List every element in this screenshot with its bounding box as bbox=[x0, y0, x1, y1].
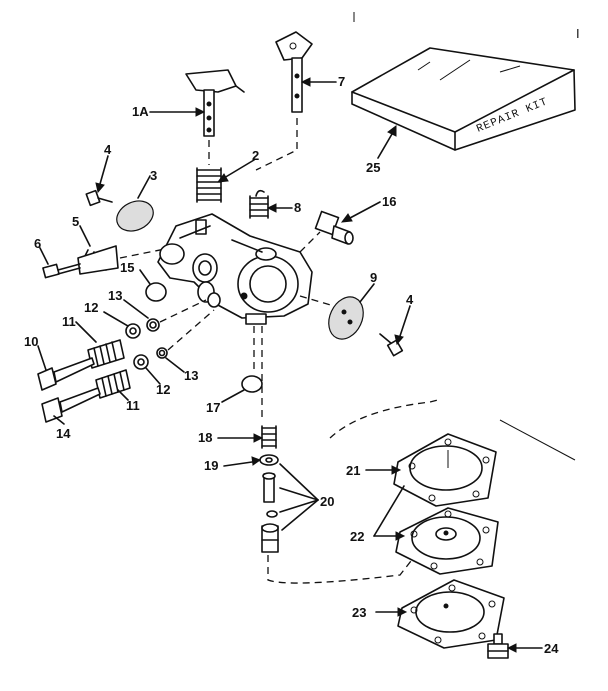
label-22: 22 bbox=[350, 529, 364, 544]
label-1a: 1A bbox=[132, 104, 149, 119]
label-10: 10 bbox=[24, 334, 38, 349]
carburetor-body bbox=[157, 213, 313, 325]
label-8: 8 bbox=[294, 200, 301, 215]
corner-mark: I bbox=[576, 26, 580, 41]
label-4-right: 4 bbox=[406, 292, 414, 307]
label-18: 18 bbox=[198, 430, 212, 445]
label-6: 6 bbox=[34, 236, 41, 251]
throttle-shaft bbox=[185, 69, 245, 137]
label-2: 2 bbox=[252, 148, 259, 163]
label-12-upper: 12 bbox=[84, 300, 98, 315]
fuel-inlet-fitting bbox=[314, 210, 354, 245]
label-9: 9 bbox=[370, 270, 377, 285]
inlet-needle-seat bbox=[261, 472, 279, 553]
label-14: 14 bbox=[56, 426, 71, 441]
bowl-plug bbox=[241, 375, 263, 393]
label-13-upper: 13 bbox=[108, 288, 122, 303]
diaphragm-cover bbox=[397, 579, 505, 649]
label-12-lower: 12 bbox=[156, 382, 170, 397]
repair-kit-box: REPAIR KIT bbox=[351, 47, 576, 151]
choke-spring bbox=[249, 189, 269, 219]
welch-plug bbox=[145, 282, 167, 302]
choke-guide-line bbox=[255, 118, 298, 171]
label-11-upper: 11 bbox=[62, 314, 76, 329]
label-15: 15 bbox=[120, 260, 134, 275]
label-16: 16 bbox=[382, 194, 396, 209]
throttle-spring bbox=[196, 167, 222, 203]
drain-screw bbox=[487, 633, 509, 659]
choke-shaft bbox=[275, 31, 313, 113]
washer-lower bbox=[133, 354, 149, 370]
leader-lines bbox=[37, 77, 543, 653]
label-19: 19 bbox=[204, 458, 218, 473]
label-13-lower: 13 bbox=[184, 368, 198, 383]
label-17: 17 bbox=[206, 400, 220, 415]
fuel-diaphragm bbox=[395, 507, 499, 575]
screw-throttle-plate bbox=[85, 189, 113, 207]
label-4-left: 4 bbox=[104, 142, 112, 157]
choke-plate bbox=[328, 296, 364, 340]
part-labels: 1A 2 3 4 4 5 6 7 8 9 10 11 11 12 12 13 1… bbox=[24, 26, 580, 656]
o-ring-upper-small bbox=[146, 318, 160, 332]
label-5: 5 bbox=[72, 214, 79, 229]
diaphragm-gasket bbox=[393, 433, 497, 507]
label-3: 3 bbox=[150, 168, 157, 183]
label-25: 25 bbox=[366, 160, 380, 175]
idle-speed-screw bbox=[42, 263, 81, 279]
screw-choke-plate bbox=[379, 333, 404, 357]
idle-speed-spring bbox=[77, 245, 119, 275]
needle-spring-lower bbox=[95, 369, 131, 399]
o-ring-lower-small bbox=[156, 347, 168, 359]
label-23: 23 bbox=[352, 605, 366, 620]
label-7: 7 bbox=[338, 74, 345, 89]
gasket-group-bracket bbox=[267, 551, 419, 584]
idle-mixture-needle bbox=[37, 357, 95, 391]
label-20: 20 bbox=[320, 494, 334, 509]
main-mixture-needle bbox=[41, 387, 101, 423]
label-11-lower: 11 bbox=[126, 398, 140, 413]
inlet-washer bbox=[259, 454, 279, 466]
label-24: 24 bbox=[544, 641, 559, 656]
inlet-needle-spring bbox=[261, 425, 277, 449]
washer-upper bbox=[125, 323, 141, 339]
label-21: 21 bbox=[346, 463, 360, 478]
throttle-plate bbox=[116, 200, 154, 232]
